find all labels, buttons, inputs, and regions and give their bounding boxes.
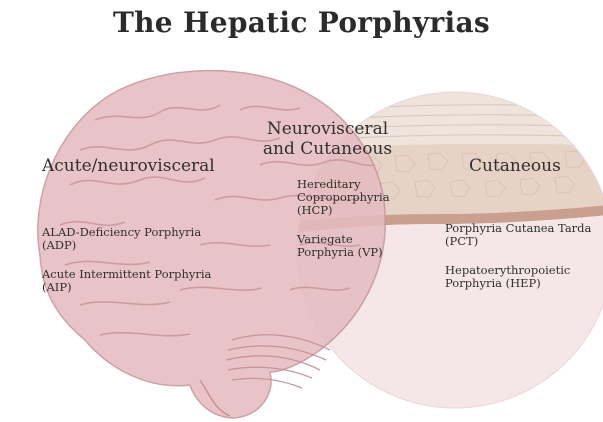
right-set-heading: Cutaneous: [469, 157, 561, 177]
left-set-heading: Acute/neurovisceral: [42, 157, 215, 177]
left-set-item-aip: Acute Intermittent Porphyria (AIP): [42, 268, 211, 294]
right-set-item-hep: Hepatoerythropoietic Porphyria (HEP): [445, 264, 570, 290]
diagram-title: The Hepatic Porphyrias: [0, 6, 603, 39]
overlap-heading: Neurovisceral and Cutaneous: [255, 120, 400, 159]
overlap-item-vp: Variegate Porphyria (VP): [297, 233, 383, 259]
left-set-item-adp: ALAD-Deficiency Porphyria (ADP): [42, 226, 201, 252]
overlap-item-hcp: Hereditary Coproporphyria (HCP): [297, 178, 390, 218]
right-set-item-pct: Porphyria Cutanea Tarda (PCT): [445, 222, 591, 248]
